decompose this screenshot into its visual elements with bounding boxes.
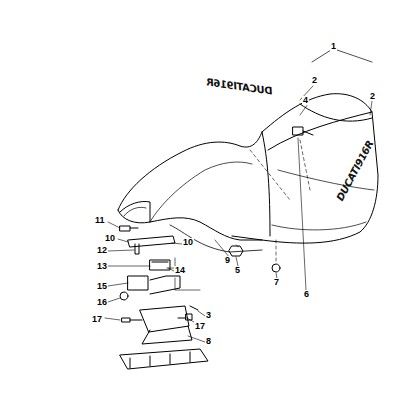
callout-number: 14: [174, 266, 186, 275]
callout-number: 1: [330, 42, 337, 51]
callout-number: 2: [311, 76, 318, 85]
screw: [293, 127, 313, 135]
decal-text: DUCATI916R: [206, 77, 273, 96]
pin: [135, 244, 139, 254]
callout-number: 5: [234, 266, 241, 275]
callout-number: 13: [96, 262, 108, 271]
align-line: [167, 258, 200, 290]
callout-number: 17: [194, 322, 206, 331]
seat-side: [118, 210, 262, 240]
callout-number: 11: [94, 216, 106, 225]
callout-number: 17: [91, 315, 103, 324]
tail-stripe: [272, 222, 366, 230]
callout-number: 10: [182, 238, 194, 247]
tail-cowl-top: [268, 112, 372, 150]
spring: [120, 292, 128, 300]
group-bracket: [312, 50, 372, 62]
latch: [128, 276, 180, 294]
callout-number: 10: [104, 234, 116, 243]
mount-bracket: [140, 306, 192, 344]
seat-top: [118, 132, 262, 210]
screw: [122, 318, 142, 322]
callout-number: 9: [224, 256, 231, 265]
screw: [120, 226, 138, 231]
callout-number: 12: [96, 246, 108, 255]
nut: [229, 246, 243, 256]
seat-crease: [150, 162, 252, 222]
leader-line: [105, 86, 372, 342]
seat-nose-detail: [124, 207, 146, 216]
decal-text: DUCATI916R: [335, 139, 375, 203]
seat-nose: [120, 201, 150, 222]
callout-number: 7: [273, 278, 280, 287]
callout-number: 2: [369, 92, 376, 101]
callout-number: 3: [205, 311, 212, 320]
callout-number: 15: [96, 282, 108, 291]
callout-number: 4: [302, 96, 309, 105]
tail-cowl-edge: [262, 132, 270, 236]
screw: [190, 306, 198, 310]
tail-cowl-seam: [300, 104, 372, 121]
screw: [178, 314, 192, 320]
frame-mount: [120, 349, 208, 369]
nut: [272, 264, 280, 272]
callout-number: 16: [96, 298, 108, 307]
callout-number: 8: [205, 337, 212, 346]
seat-base: [170, 225, 262, 252]
latch-plate: [150, 260, 170, 270]
callout-number: 6: [303, 290, 310, 299]
tail-cowl: [232, 94, 378, 243]
